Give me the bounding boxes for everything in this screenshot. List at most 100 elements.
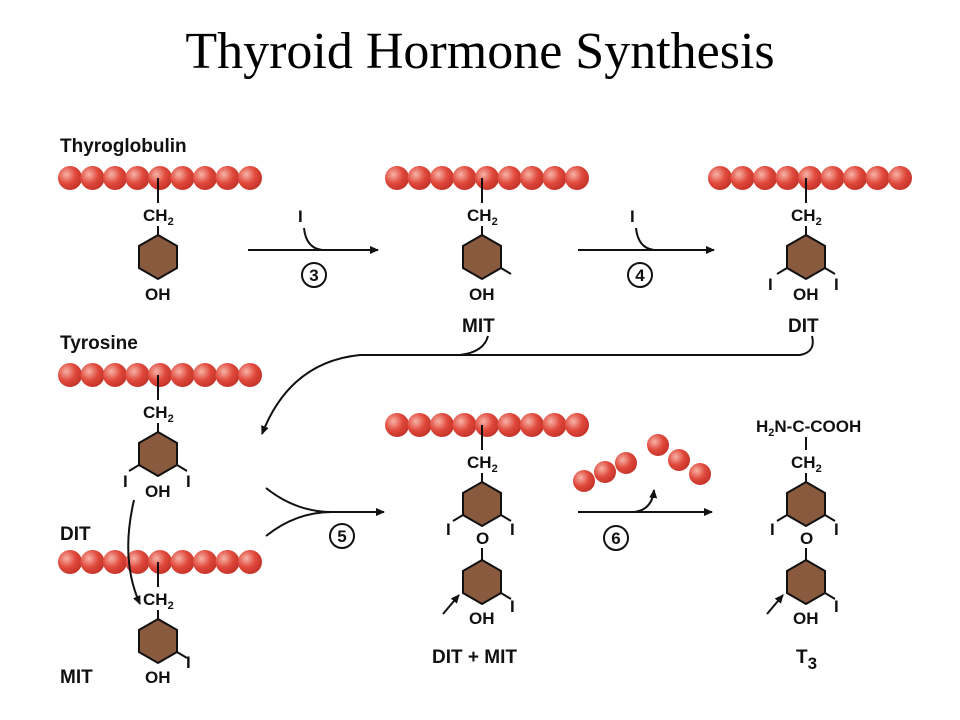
- thyroglobulin-bead: [193, 363, 217, 387]
- step-4-number: 4: [635, 266, 645, 285]
- thyroglobulin-bead: [497, 166, 522, 190]
- thyroglobulin-bead: [430, 166, 454, 190]
- thyroglobulin-bead: [80, 166, 105, 190]
- thyroglobulin-bead: [520, 166, 544, 190]
- oh-label: OH: [145, 668, 171, 687]
- iodine-right: I: [834, 275, 839, 294]
- thyroglobulin-bead: [407, 413, 432, 437]
- thyroglobulin-bead: [170, 550, 195, 574]
- phenol-ring: [462, 480, 502, 528]
- thyroglobulin-bead: [430, 413, 454, 437]
- chain-thyroglobulin-1: [58, 166, 262, 190]
- step-6-badge: [603, 525, 629, 551]
- thyroglobulin-bead: [542, 413, 567, 437]
- pointer-arrow: [766, 594, 784, 615]
- chain-coupled: [385, 413, 589, 437]
- iodine-left: I: [770, 520, 775, 539]
- step-3-badge: [301, 262, 327, 288]
- thyroglobulin-bead: [170, 166, 195, 190]
- page-title: Thyroid Hormone Synthesis: [185, 23, 775, 80]
- phenol-ring: [138, 430, 178, 478]
- step-3-number: 3: [309, 266, 318, 285]
- oh-label: OH: [793, 285, 819, 304]
- chain-tyrosine-mit: [58, 550, 262, 574]
- thyroglobulin-bead: [708, 166, 732, 190]
- ch2-label: CH2: [143, 206, 174, 228]
- released-fragment-left: [573, 452, 637, 492]
- thyroglobulin-bead: [865, 166, 890, 190]
- thyroglobulin-bead: [103, 166, 127, 190]
- oh-label: OH: [469, 609, 495, 628]
- thyroglobulin-bead: [148, 550, 172, 574]
- thyroglobulin-bead: [520, 413, 544, 437]
- thyroglobulin-bead: [452, 413, 477, 437]
- thyroglobulin-bead: [58, 166, 82, 190]
- molecule-tyrosine-top: CH2 OH: [138, 178, 178, 304]
- iodine-label: I: [510, 597, 515, 616]
- thyroglobulin-bead: [125, 550, 150, 574]
- oh-label: OH: [145, 285, 171, 304]
- iodine-label: I: [834, 597, 839, 616]
- thyroglobulin-bead: [125, 363, 150, 387]
- thyroglobulin-bead: [452, 166, 477, 190]
- arrow-step-4: I 4: [578, 207, 715, 288]
- thyroglobulin-bead: [475, 413, 499, 437]
- thyroglobulin-bead: [238, 550, 262, 574]
- thyroglobulin-label: Thyroglobulin: [60, 136, 187, 157]
- oh-label: OH: [793, 609, 819, 628]
- phenol-ring: [786, 233, 826, 281]
- ch2-label: CH2: [467, 206, 498, 228]
- thyroglobulin-bead: [103, 550, 127, 574]
- oh-label: OH: [145, 482, 171, 501]
- oh-label: OH: [469, 285, 495, 304]
- pointer-arrow: [442, 594, 460, 615]
- iodine-right: I: [510, 520, 515, 539]
- iodine-right: I: [834, 520, 839, 539]
- molecule-t3: H2N-C-COOH CH2 I I O I OH T3: [756, 417, 861, 673]
- phenol-ring: [786, 558, 826, 606]
- arrow-step-6: 6: [578, 489, 713, 551]
- t3-label: T3: [796, 647, 817, 673]
- iodine-right: I: [186, 472, 191, 491]
- iodine-label: I: [186, 653, 191, 672]
- iodine-label: I: [630, 207, 635, 226]
- thyroglobulin-bead: [775, 166, 800, 190]
- thyroglobulin-bead: [148, 363, 172, 387]
- dit-mit-label: DIT + MIT: [432, 647, 517, 668]
- thyroglobulin-bead: [407, 166, 432, 190]
- thyroglobulin-bead: [385, 413, 409, 437]
- thyroglobulin-bead: [193, 166, 217, 190]
- thyroglobulin-bead: [565, 413, 589, 437]
- thyroglobulin-bead: [565, 166, 589, 190]
- mit-label: MIT: [462, 316, 495, 337]
- thyroglobulin-bead: [125, 166, 150, 190]
- thyroglobulin-bead: [238, 363, 262, 387]
- iodine-left: I: [446, 520, 451, 539]
- dit-label: DIT: [788, 316, 819, 337]
- ether-oxygen: O: [800, 529, 813, 548]
- thyroglobulin-bead: [103, 363, 127, 387]
- thyroglobulin-bead: [542, 166, 567, 190]
- thyroglobulin-bead: [888, 166, 912, 190]
- ether-oxygen: O: [476, 529, 489, 548]
- thyroglobulin-bead: [730, 166, 755, 190]
- ch2-label: CH2: [791, 206, 822, 228]
- molecule-mit-top: CH2 OH MIT: [462, 178, 512, 337]
- thyroglobulin-bead: [80, 550, 105, 574]
- molecule-mit-left: CH2 I OH MIT: [60, 562, 191, 688]
- return-arrow: [261, 335, 814, 435]
- amino-acid-group: H2N-C-COOH: [756, 417, 861, 439]
- chain-thyroglobulin-2: [385, 166, 589, 190]
- thyroglobulin-bead: [798, 166, 822, 190]
- iodine-left: I: [123, 472, 128, 491]
- thyroglobulin-bead: [148, 166, 172, 190]
- thyroglobulin-bead: [820, 166, 845, 190]
- ch2-label: CH2: [791, 453, 822, 475]
- phenol-ring: [786, 480, 826, 528]
- thyroglobulin-bead: [193, 550, 217, 574]
- thyroglobulin-bead: [170, 363, 195, 387]
- iodine-left: I: [768, 275, 773, 294]
- step-6-number: 6: [611, 529, 620, 548]
- thyroglobulin-bead: [497, 413, 522, 437]
